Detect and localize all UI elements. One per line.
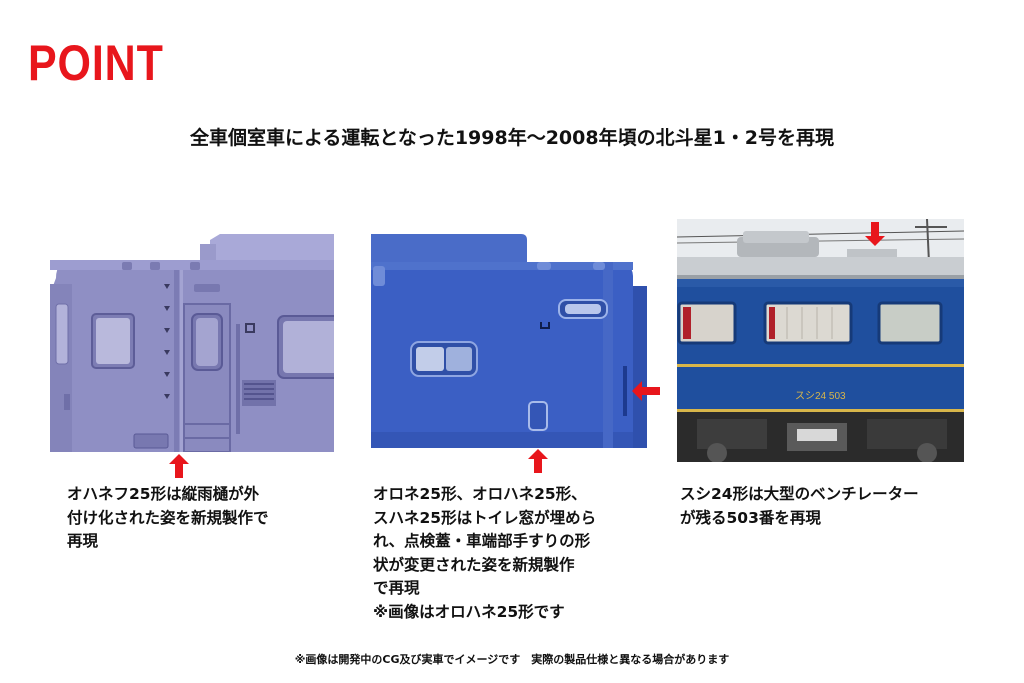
ohanefu25-cg-image	[50, 234, 334, 452]
car-number-label: スシ24 503	[795, 391, 846, 402]
sushi24-caption: スシ24形は大型のベンチレーター が残る503番を再現	[680, 483, 980, 530]
caption-line: 再現	[67, 532, 99, 550]
page-headline: 全車個室車による運転となった1998年～2008年頃の北斗星1・2号を再現	[189, 127, 835, 149]
caption-line: スシ24形は大型のベンチレーター	[680, 485, 919, 503]
up-arrow-icon	[169, 454, 189, 478]
caption-line: が残る503番を再現	[680, 508, 821, 527]
caption-line: れ、点検蓋・車端部手すりの形	[373, 532, 591, 550]
caption-line: 状が変更された姿を新規製作	[373, 555, 575, 574]
caption-line: で再現	[373, 579, 420, 597]
down-arrow-icon	[865, 222, 885, 246]
sushi24-503-photo: スシ24 503	[677, 219, 964, 462]
caption-line: 付け化された姿を新規製作で	[67, 508, 269, 527]
up-arrow-icon	[528, 449, 548, 473]
caption-line: スハネ25形はトイレ窓が埋めら	[373, 508, 597, 527]
left-arrow-icon	[632, 381, 660, 401]
orone25-caption: オロネ25形、オロハネ25形、 スハネ25形はトイレ窓が埋めら れ、点検蓋・車端…	[373, 483, 645, 624]
caption-line: オハネフ25形は縦雨樋が外	[67, 485, 260, 503]
orohane25-cg-image	[371, 226, 663, 448]
caption-line: ※画像はオロハネ25形です	[373, 602, 565, 621]
point-title: POINT	[28, 35, 164, 91]
caption-line: オロネ25形、オロハネ25形、	[373, 485, 587, 503]
ohanefu25-caption: オハネフ25形は縦雨樋が外 付け化された姿を新規製作で 再現	[67, 483, 337, 554]
disclaimer-footnote: ※画像は開発中のCG及び実車でイメージです 実際の製品仕様と異なる場合があります	[294, 653, 730, 666]
